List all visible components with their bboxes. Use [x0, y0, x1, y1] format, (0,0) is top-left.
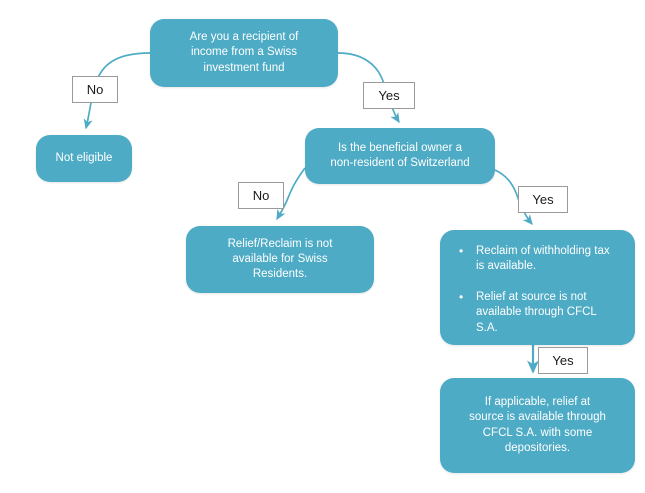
node-question-recipient[interactable]: Are you a recipient of income from a Swi… [150, 19, 338, 87]
node-not-eligible-label: Not eligible [55, 151, 113, 164]
edge-label-reclaim-yes: Yes [538, 347, 588, 374]
node-swiss-residents[interactable]: Relief/Reclaim is not available for Swis… [186, 226, 374, 293]
reclaim-bullet-list: Reclaim of withholding tax is available.… [450, 243, 621, 336]
edge-label-q1-yes: Yes [363, 82, 415, 109]
node-question-non-resident-label: Is the beneficial owner a non-resident o… [330, 141, 470, 169]
node-relief-available-label: If applicable, relief at source is avail… [469, 396, 606, 454]
list-item: Relief at source is not available throug… [459, 289, 621, 336]
edge-label-q2-no: No [238, 182, 284, 209]
node-not-eligible[interactable]: Not eligible [36, 135, 132, 182]
node-question-recipient-label: Are you a recipient of income from a Swi… [189, 31, 299, 74]
node-swiss-residents-label: Relief/Reclaim is not available for Swis… [227, 237, 333, 281]
edge-label-q1-no: No [72, 76, 118, 103]
node-relief-available[interactable]: If applicable, relief at source is avail… [440, 378, 635, 473]
edge-label-q2-yes: Yes [518, 186, 568, 213]
list-item: Reclaim of withholding tax is available. [459, 243, 621, 275]
node-reclaim-outcome[interactable]: Reclaim of withholding tax is available.… [440, 230, 635, 345]
node-question-non-resident[interactable]: Is the beneficial owner a non-resident o… [305, 128, 495, 184]
